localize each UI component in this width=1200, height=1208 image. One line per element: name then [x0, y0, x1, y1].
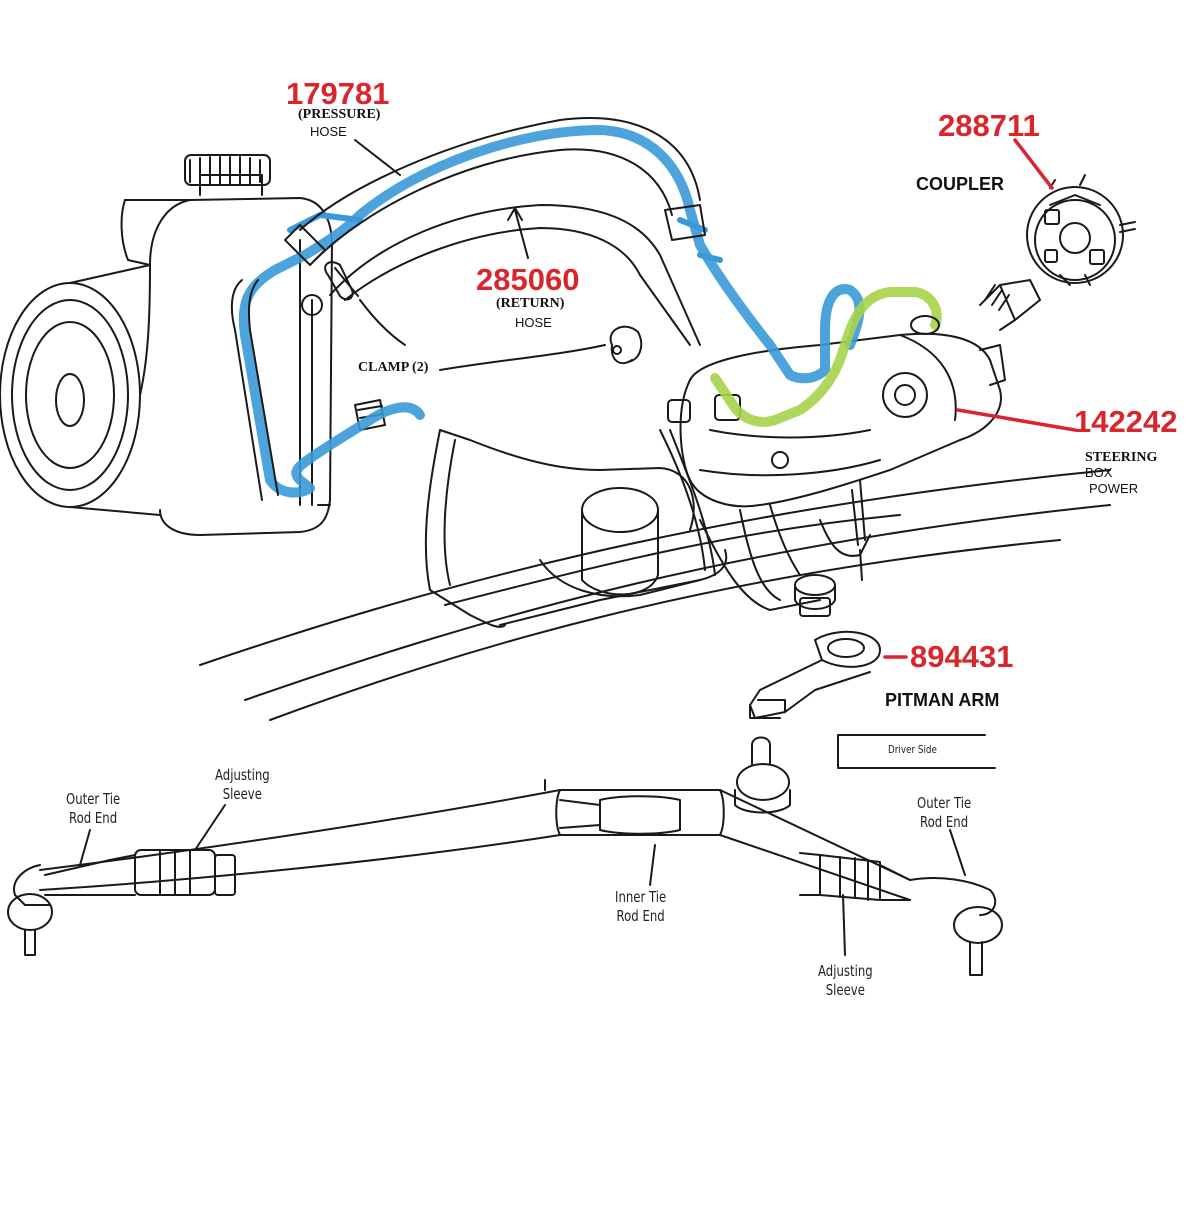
frame-rails [199, 469, 1111, 721]
steering-box-part-number: 142242 [1074, 404, 1178, 439]
pressure-hose-desc: HOSE [310, 124, 347, 139]
clamp-label: CLAMP (2) [358, 360, 429, 375]
mount-bracket [424, 429, 728, 628]
steering-linkage [7, 736, 1003, 976]
coupler-label: COUPLER [916, 174, 1005, 194]
leader-steering-box [956, 408, 1077, 432]
steering-gear-box [667, 279, 1041, 617]
pressure-hose-part-number: 179781 [286, 76, 390, 111]
leader-coupler [1013, 138, 1054, 190]
pressure-hose-fitting [287, 212, 723, 263]
inner-tie-rod-label: Inner Tie Rod End [615, 888, 667, 925]
leader-adjusting-right [842, 894, 846, 956]
leader-adjusting-left [194, 804, 226, 851]
coupler-part-number: 288711 [938, 108, 1040, 143]
pitman-arm-part [749, 630, 881, 719]
return-hose-highlight [710, 287, 942, 427]
return-hose-name: (RETURN) [496, 296, 565, 311]
steering-box-label-line3: POWER [1089, 481, 1139, 496]
adjusting-sleeve-right-label: Adjusting Sleeve [818, 962, 873, 999]
coupler-part [1026, 174, 1136, 286]
leader-outer-tie-right [949, 829, 966, 876]
leader-clamp [359, 299, 406, 346]
steering-box-label-line1: STEERING [1085, 450, 1158, 465]
pressure-hose-name: (PRESSURE) [298, 107, 381, 122]
adjusting-sleeve-left-label: Adjusting Sleeve [215, 766, 270, 803]
steering-box-label-line2: BOX [1085, 465, 1113, 480]
pitman-arm-label: PITMAN ARM [885, 690, 1000, 710]
leader-outer-tie-left [79, 829, 91, 866]
driver-side-label: Driver Side [888, 743, 937, 756]
pitman-arm-part-number: 894431 [910, 639, 1014, 674]
return-hose-part-number: 285060 [476, 262, 580, 297]
return-hose-desc: HOSE [515, 315, 552, 330]
outer-tie-rod-left-label: Outer Tie Rod End [66, 790, 121, 827]
pressure-hose-highlight [238, 125, 865, 498]
outer-tie-rod-right-label: Outer Tie Rod End [917, 794, 972, 831]
pump-pulley [0, 264, 161, 516]
leader-clamp-2 [439, 344, 606, 371]
leader-pressure-hose [354, 139, 401, 176]
leader-return-hose [507, 206, 529, 259]
driver-side-box [837, 734, 996, 769]
leader-inner-tie [649, 844, 656, 886]
